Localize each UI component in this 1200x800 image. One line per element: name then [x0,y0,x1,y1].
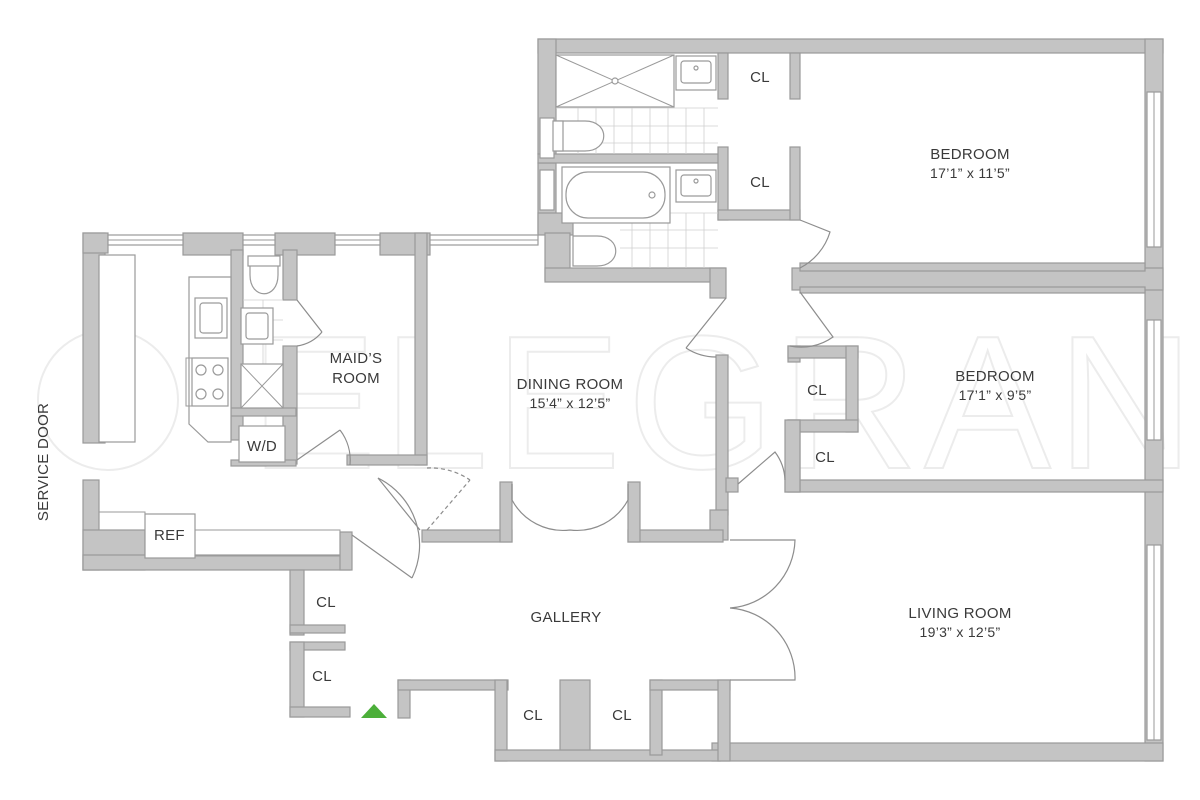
door-swing-living-hall [737,451,786,485]
kitchen-counter-left [98,254,136,443]
living-room-name: LIVING ROOM [908,605,1011,622]
toilet-upper [555,120,605,152]
door-swing-bedroom-1 [799,219,831,269]
door-swing-maid-bath [296,299,323,347]
bedroom-1-size: 17’1” x 11’5” [930,165,1010,181]
kitchen: W/D REF [98,254,341,559]
door-swing-living [729,539,796,681]
door-swing-maid [296,429,351,466]
washer-dryer [238,425,286,463]
bathrooms [552,54,718,268]
door-swing-kitchen [351,477,421,579]
door-swing-dining-double [511,484,629,532]
closet-label: CL [612,707,632,724]
service-door-label: SERVICE DOOR [35,403,52,521]
maid-toilet [249,261,279,295]
closet-label: CL [750,69,770,86]
stove [191,357,229,407]
closet-label: CL [750,174,770,191]
doors [296,219,834,681]
closet-label: CL [807,382,827,399]
windows [107,91,1162,741]
toilet-lower [572,235,617,267]
refrigerator [144,513,196,559]
maids-room-name-line1: MAID’S [330,350,383,367]
refrigerator-label: REF [154,527,185,544]
closet-label: CL [312,668,332,685]
washer-dryer-label: W/D [247,438,277,455]
walls [82,38,1164,762]
living-room-size: 19’3” x 12’5” [920,624,1001,640]
bedroom-1-name: BEDROOM [930,146,1010,163]
entrance-marker [361,704,387,718]
labels: BEDROOM 17’1” x 11’5” BEDROOM 17’1” x 9’… [35,69,1035,724]
closet-label: CL [316,594,336,611]
closet-label: CL [815,449,835,466]
bedroom-2-name: BEDROOM [955,368,1035,385]
gallery-name: GALLERY [530,609,601,626]
door-swing-bedroom-2 [789,291,834,348]
dining-room-name: DINING ROOM [517,376,624,393]
door-swing-dining [426,467,471,481]
door-swing-hall [685,297,727,358]
maids-room-name-line2: ROOM [332,370,380,387]
dining-room-size: 15’4” x 12’5” [530,395,611,411]
closet-label: CL [523,707,543,724]
burner-icon [195,364,207,376]
bath-tiles-lower [620,212,718,268]
bedroom-2-size: 17’1” x 9’5” [959,387,1032,403]
